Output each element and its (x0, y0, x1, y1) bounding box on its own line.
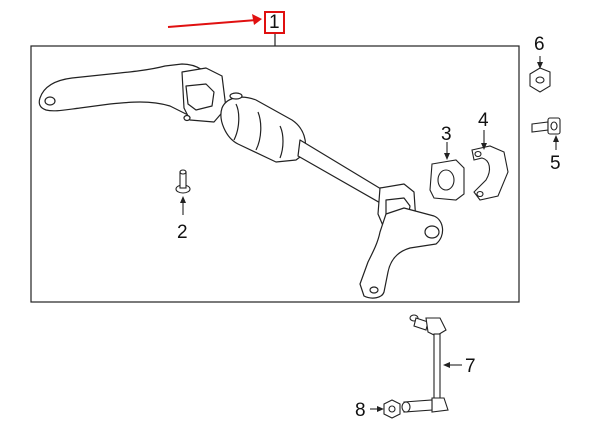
stabilizer-bar-drawing (38, 63, 444, 299)
callout-1: 1 (264, 11, 285, 34)
callout-3: 3 (441, 124, 452, 145)
bolt-part-2 (175, 169, 191, 194)
bolt-part-5 (531, 117, 561, 135)
nut-part-8 (383, 399, 401, 419)
callout-2: 2 (177, 222, 188, 243)
callout-4: 4 (478, 110, 489, 131)
callout-8: 8 (355, 400, 366, 421)
stabilizer-link-part-7 (401, 314, 449, 413)
highlight-arrow (167, 14, 262, 28)
callout-6: 6 (534, 34, 545, 55)
callout-7: 7 (465, 356, 476, 377)
callout-5: 5 (550, 153, 561, 174)
bushing-part-3 (429, 159, 465, 201)
bracket-part-4 (471, 145, 509, 201)
assembly-frame (30, 45, 520, 303)
nut-part-6 (529, 67, 551, 93)
